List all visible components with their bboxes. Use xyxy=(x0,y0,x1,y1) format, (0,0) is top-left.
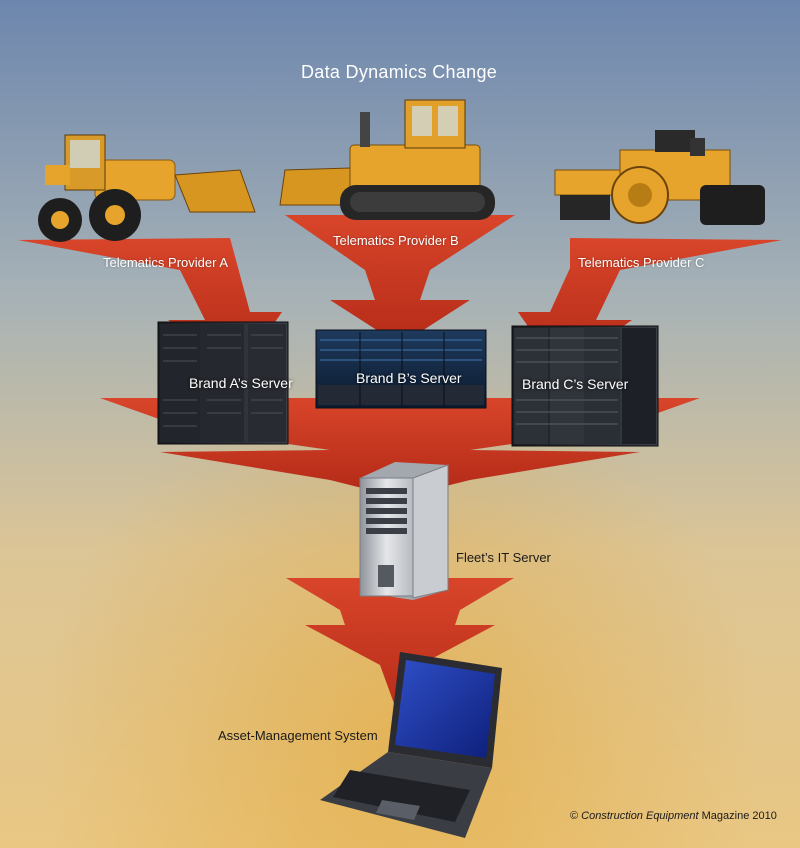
diagram-title: Data Dynamics Change xyxy=(301,62,498,82)
server-rack-a-icon xyxy=(157,321,289,445)
credit-suffix: Magazine 2010 xyxy=(698,810,777,822)
credit-prefix: © xyxy=(570,810,582,822)
server-rack-b-icon xyxy=(315,329,487,409)
fleet-server-label: Fleet’s IT Server xyxy=(456,550,551,565)
copyright-credit: © Construction Equipment Magazine 2010 xyxy=(570,810,777,822)
server-label-b: Brand B’s Server xyxy=(356,370,462,386)
tower-server-icon xyxy=(359,462,449,600)
server-label-c: Brand C’s Server xyxy=(522,376,629,392)
flow-arrow-bottom xyxy=(286,578,514,720)
server-rack-c-icon xyxy=(511,325,659,447)
road-roller-icon xyxy=(554,130,765,225)
machine-label-a: Telematics Provider A xyxy=(103,255,228,270)
asset-system-label: Asset-Management System xyxy=(218,728,378,743)
credit-publication: Construction Equipment xyxy=(581,810,699,822)
wheel-loader-icon xyxy=(38,134,256,242)
laptop-icon xyxy=(320,652,502,838)
bulldozer-icon xyxy=(279,99,495,220)
machine-label-c: Telematics Provider C xyxy=(578,255,705,270)
machine-label-b: Telematics Provider B xyxy=(333,233,459,248)
server-label-a: Brand A’s Server xyxy=(189,375,293,391)
